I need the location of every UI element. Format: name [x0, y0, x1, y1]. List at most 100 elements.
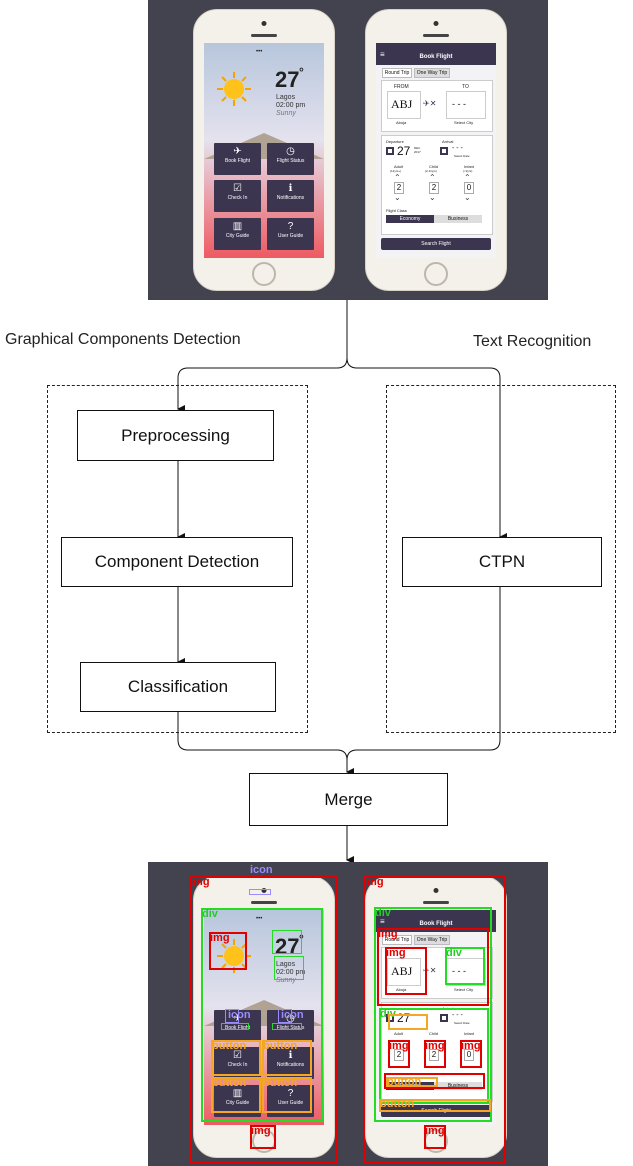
flight-status-tile[interactable]: ◷ Flight Status [267, 1010, 314, 1042]
home-button[interactable] [424, 262, 448, 286]
detection-tag-button: button [263, 1040, 298, 1052]
calendar-icon[interactable] [440, 147, 448, 155]
tab-one-way[interactable]: One Way Trip [414, 68, 450, 78]
menu-dots[interactable]: ••• [256, 916, 263, 922]
flight-status-tile[interactable]: ◷ Flight Status [267, 143, 314, 175]
detection-box-button [386, 1077, 438, 1087]
from-code: ABJ [391, 964, 413, 978]
flight-phone: ≡ Book Flight Round Trip One Way Trip FR… [365, 9, 507, 291]
adult-count[interactable]: 2 [394, 1049, 404, 1061]
preprocessing-box: Preprocessing [77, 410, 274, 461]
calendar-icon[interactable] [386, 147, 394, 155]
to-code: - - - [452, 966, 466, 976]
detection-tag-button: button [212, 1077, 247, 1089]
from-code: ABJ [391, 97, 413, 111]
front-camera [433, 888, 439, 893]
text-branch-label: Text Recognition [473, 333, 592, 350]
home-button[interactable] [252, 262, 276, 286]
help-icon: ? [287, 1088, 294, 1099]
adult-hint: (12yrs+) [390, 169, 402, 173]
detection-tag-img: img [190, 876, 210, 888]
infant-count[interactable]: 0 [464, 182, 474, 194]
infant-count[interactable]: 0 [464, 1049, 474, 1061]
flight-title: Book Flight [419, 54, 453, 60]
arrival-day[interactable]: - - - [452, 1012, 463, 1019]
arrival-hint: Select Date [454, 154, 470, 158]
plane-swap-icon[interactable]: ✈✕ [423, 966, 437, 975]
detection-box-text [272, 930, 302, 954]
city-name: Lagos [276, 94, 296, 101]
detection-tag-icon: icon [228, 1009, 251, 1021]
chevron-up-icon[interactable]: ⌃ [464, 173, 471, 182]
sun-icon [217, 72, 251, 106]
chevron-down-icon[interactable]: ⌄ [429, 193, 436, 202]
child-count[interactable]: 2 [429, 1049, 439, 1061]
tab-round-trip[interactable]: Round Trip [382, 935, 412, 945]
plane-swap-icon[interactable]: ✈✕ [423, 99, 437, 108]
chevron-up-icon[interactable]: ⌃ [394, 173, 401, 182]
from-city-selector[interactable]: ABJ [387, 958, 421, 986]
route-panel: FROM TO ABJ ✈✕ - - - Abuja Select City [381, 80, 493, 132]
tile-label: City Guide [225, 1100, 250, 1106]
from-city-selector[interactable]: ABJ [387, 91, 421, 119]
detection-box-icon [278, 1009, 292, 1023]
notifications-tile[interactable]: ℹ Notifications [267, 180, 314, 212]
check-in-tile[interactable]: ☑ Check In [214, 1047, 261, 1079]
calendar-icon[interactable] [440, 1014, 448, 1022]
tile-label: Flight Status [276, 158, 305, 164]
business-option[interactable]: Business [434, 215, 482, 223]
tab-one-way[interactable]: One Way Trip [414, 935, 450, 945]
detection-tag-img: img [251, 1125, 271, 1137]
checkbox-icon: ☑ [233, 183, 242, 194]
arrival-day[interactable]: - - - [452, 145, 463, 152]
route-panel: ABJ ✈✕ - - - Abuja Select City [381, 947, 493, 999]
input-screenshot: ••• 27 ° Lagos 02:00 pm Sunny ✈ [148, 0, 548, 300]
tab-round-trip[interactable]: Round Trip [382, 68, 412, 78]
chevron-up-icon[interactable]: ⌃ [429, 173, 436, 182]
hamburger-icon[interactable]: ≡ [380, 917, 385, 926]
infant-label: Infant [464, 1031, 475, 1036]
chevron-down-icon[interactable]: ⌄ [394, 193, 401, 202]
detection-box-div [201, 908, 323, 1122]
detection-box-img [377, 928, 489, 1006]
flight-app-screen: ≡ Book Flight Round Trip One Way Trip FR… [376, 43, 496, 258]
child-hint: (2-11yrs) [425, 169, 437, 173]
detection-box-img [424, 1125, 446, 1149]
book-flight-tile[interactable]: ✈ Book Flight [214, 143, 261, 175]
detection-tag-button: button [212, 1040, 247, 1052]
help-icon: ? [287, 221, 294, 232]
to-code: - - - [452, 99, 466, 109]
city-guide-tile[interactable]: ▥ City Guide [214, 218, 261, 250]
flight-header: ≡ Book Flight [376, 910, 496, 932]
class-label: Flight Class [386, 208, 407, 213]
book-flight-tile[interactable]: ✈ Book Flight [214, 1010, 261, 1042]
detection-box-button [211, 1040, 261, 1076]
adult-count[interactable]: 2 [394, 182, 404, 194]
degree-symbol: ° [299, 65, 304, 79]
economy-option[interactable]: Economy [386, 215, 434, 223]
child-count[interactable]: 2 [429, 182, 439, 194]
user-guide-tile[interactable]: ? User Guide [267, 218, 314, 250]
from-city: Abuja [396, 987, 407, 992]
search-flight-button[interactable]: Search Flight [381, 238, 491, 250]
detection-box-icon [249, 889, 271, 895]
departure-month: DEC [414, 146, 421, 150]
departure-day[interactable]: 27 [397, 144, 411, 158]
dates-panel: Departure Arrival 27 DEC 2017 - - - Sele… [381, 135, 493, 235]
infant-hint: (<2yrs) [463, 169, 473, 173]
check-in-tile[interactable]: ☑ Check In [214, 180, 261, 212]
detection-tag-img: img [386, 947, 406, 959]
detection-box-button [379, 1099, 491, 1112]
temperature: 27 [275, 934, 300, 959]
infant-label: Infant [464, 164, 475, 169]
tile-label: Notifications [276, 1062, 305, 1068]
notifications-tile[interactable]: ℹ Notifications [267, 1047, 314, 1079]
to-city-selector[interactable]: - - - [446, 91, 486, 119]
to-city-hint: Select City [454, 987, 474, 992]
hamburger-icon[interactable]: ≡ [380, 50, 385, 59]
detection-box-button [211, 1077, 261, 1113]
menu-dots[interactable]: ••• [256, 49, 263, 55]
chevron-down-icon[interactable]: ⌄ [464, 193, 471, 202]
business-option[interactable]: Business [434, 1082, 482, 1090]
